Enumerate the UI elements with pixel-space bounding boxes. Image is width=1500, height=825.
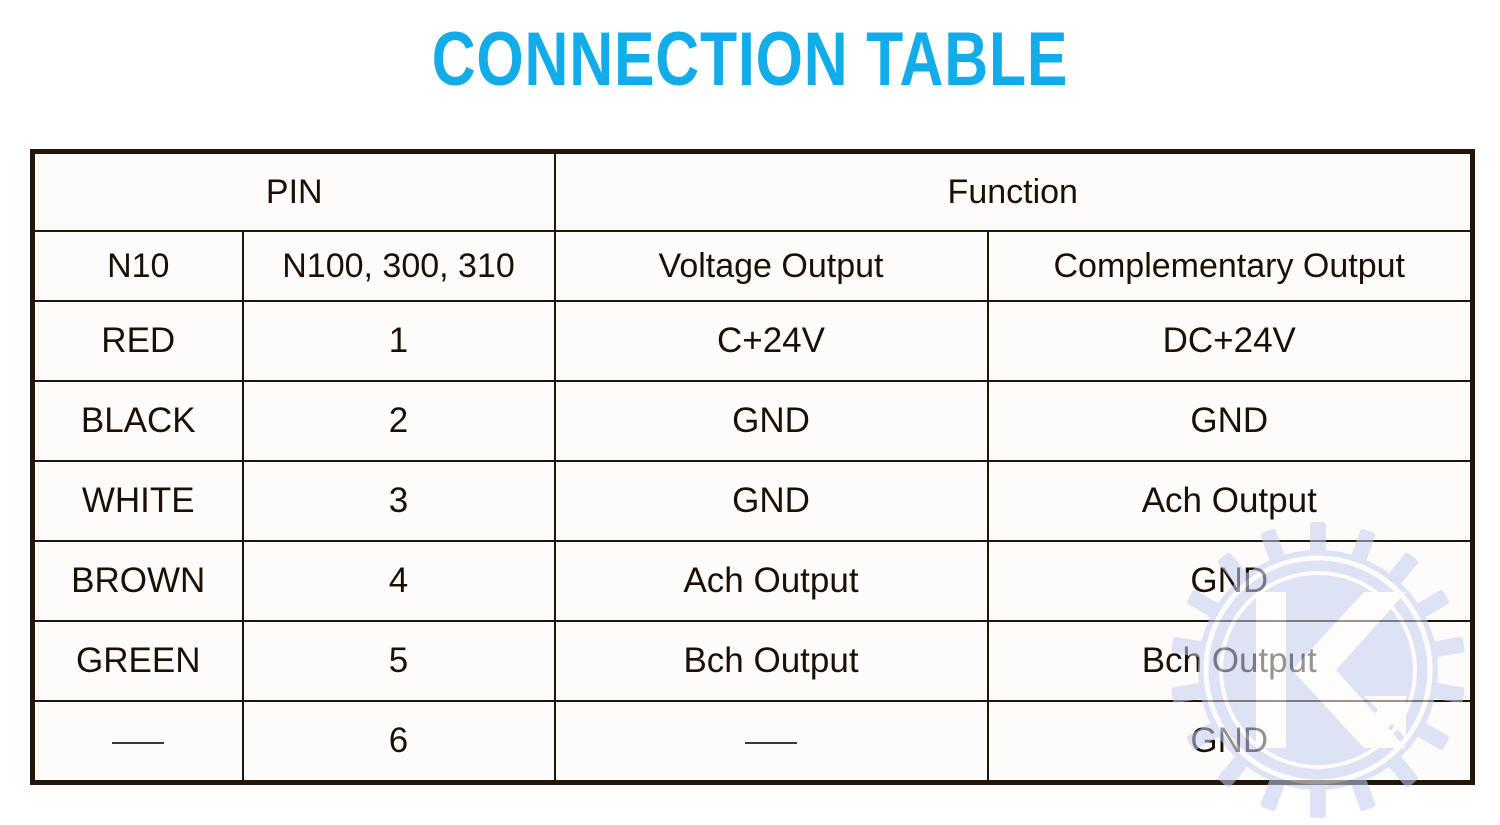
column-header-n100-300-310: N100, 300, 310	[241, 230, 556, 302]
cell-n10: BLACK	[31, 380, 244, 462]
cell-complementary-output: DC+24V	[986, 300, 1474, 382]
cell-n10: GREEN	[31, 620, 244, 702]
cell-voltage-output: Bch Output	[553, 620, 989, 702]
empty-dash	[745, 741, 797, 744]
cell-complementary-output: Bch Output	[986, 620, 1474, 702]
cell-n100: 4	[241, 540, 556, 622]
cell-complementary-output: GND	[986, 540, 1474, 622]
column-header-voltage-output: Voltage Output	[553, 230, 989, 302]
cell-complementary-output: Ach Output	[986, 460, 1474, 542]
group-header-pin: PIN	[31, 150, 556, 232]
column-header-complementary-output: Complementary Output	[986, 230, 1474, 302]
cell-n10: WHITE	[31, 460, 244, 542]
empty-dash	[112, 741, 165, 744]
column-header-n10: N10	[31, 230, 244, 302]
table-row: BROWN 4 Ach Output GND	[31, 540, 1474, 622]
cell-n100: 1	[241, 300, 556, 382]
cell-n10	[31, 700, 244, 784]
page-title: CONNECTION TABLE	[431, 17, 1069, 102]
cell-n10: BROWN	[31, 540, 244, 622]
cell-n100: 6	[241, 700, 556, 784]
cell-voltage-output: GND	[553, 460, 989, 542]
table-row: WHITE 3 GND Ach Output	[31, 460, 1474, 542]
table-group-header-row: PIN Function	[31, 150, 1474, 232]
table-column-header-row: N10 N100, 300, 310 Voltage Output Comple…	[31, 230, 1474, 302]
cell-complementary-output: GND	[986, 380, 1474, 462]
table-row: 6 GND	[31, 700, 1474, 784]
cell-complementary-output: GND	[986, 700, 1474, 784]
cell-n100: 2	[241, 380, 556, 462]
connection-table: PIN Function N10 N100, 300, 310 Voltage …	[30, 149, 1475, 785]
cell-voltage-output	[553, 700, 989, 784]
cell-n100: 3	[241, 460, 556, 542]
table-row: GREEN 5 Bch Output Bch Output	[31, 620, 1474, 702]
cell-n100: 5	[241, 620, 556, 702]
cell-voltage-output: C+24V	[553, 300, 989, 382]
table-row: BLACK 2 GND GND	[31, 380, 1474, 462]
cell-voltage-output: GND	[553, 380, 989, 462]
group-header-function: Function	[553, 150, 1474, 232]
cell-n10: RED	[31, 300, 244, 382]
cell-voltage-output: Ach Output	[553, 540, 989, 622]
table-row: RED 1 C+24V DC+24V	[31, 300, 1474, 382]
